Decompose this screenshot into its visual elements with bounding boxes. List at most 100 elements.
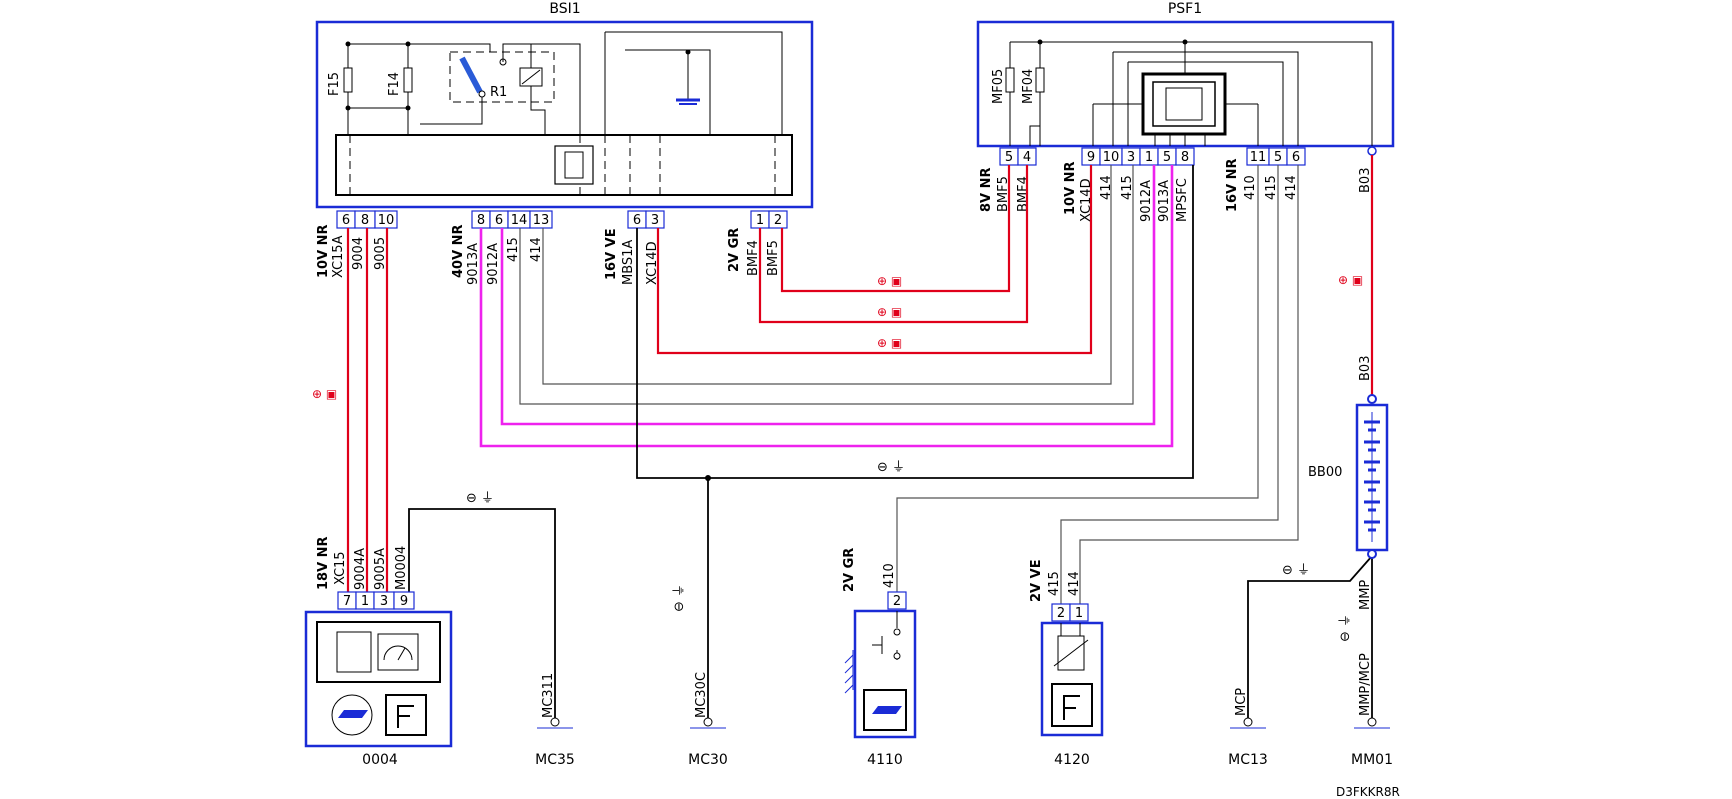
- wire-m0004: [408, 508, 556, 722]
- svg-text:MBS1A: MBS1A: [621, 240, 636, 285]
- svg-text:M0004: M0004: [394, 546, 409, 590]
- ground-mc13[interactable]: MCP MC13: [1228, 688, 1268, 768]
- mf05-label: MF05: [991, 69, 1006, 104]
- bb00-label: BB00: [1308, 465, 1342, 480]
- svg-text:415: 415: [1047, 571, 1062, 596]
- svg-text:18V NR: 18V NR: [316, 536, 331, 590]
- wire-mcp: [1247, 555, 1373, 722]
- svg-text:BMF5: BMF5: [996, 176, 1011, 212]
- oil-level-sensor-4120[interactable]: 4120: [1040, 621, 1104, 768]
- svg-text:3: 3: [380, 594, 388, 609]
- bsi1-connector-d[interactable]: 1 2: [750, 210, 788, 229]
- bsi1-connector-c[interactable]: 6 3: [627, 210, 665, 229]
- psf1-connector-c[interactable]: 11 5 6: [1246, 147, 1306, 166]
- wire-414-4120: [1079, 165, 1299, 604]
- svg-text:MC311: MC311: [541, 673, 556, 718]
- fuse-mf04-icon: [1035, 67, 1045, 93]
- relay-r1-outline: [449, 51, 555, 103]
- psf1-label: PSF1: [1168, 1, 1202, 17]
- ground-symbol-icon: ⊖ ⏚: [672, 584, 687, 612]
- svg-text:XC15: XC15: [333, 551, 348, 585]
- svg-text:6: 6: [633, 213, 641, 228]
- svg-text:414: 414: [1284, 175, 1299, 200]
- ground-mc30[interactable]: MC30C MC30: [688, 672, 728, 768]
- svg-text:11: 11: [1250, 150, 1267, 165]
- svg-text:2V GR: 2V GR: [842, 548, 857, 592]
- svg-text:8: 8: [361, 213, 369, 228]
- svg-text:B03: B03: [1358, 356, 1373, 381]
- gauge-icon: [377, 633, 419, 671]
- f15-label: F15: [327, 72, 342, 96]
- psf1-chip-icon: [1165, 87, 1203, 121]
- svg-text:XC15A: XC15A: [331, 235, 346, 278]
- bsi1-module[interactable]: BSI1 F15 F14 R1: [315, 1, 814, 209]
- svg-text:9004: 9004: [351, 237, 366, 270]
- svg-text:2: 2: [893, 594, 901, 609]
- svg-text:410: 410: [882, 563, 897, 588]
- svg-text:9: 9: [400, 594, 408, 609]
- svg-text:414: 414: [1099, 175, 1114, 200]
- c4110-connector[interactable]: 2: [887, 591, 907, 610]
- psf1-8v-label: 8V NR: [979, 167, 994, 212]
- bsi1-10v-label: 10V NR: [316, 224, 331, 278]
- mf04-label: MF04: [1021, 69, 1036, 104]
- svg-text:6: 6: [495, 213, 503, 228]
- instrument-panel-0004[interactable]: 0004: [304, 610, 453, 768]
- chip-icon: [336, 631, 372, 673]
- svg-text:6: 6: [1292, 150, 1300, 165]
- ground-mm01[interactable]: MMP/MCP MMP MM01: [1351, 580, 1393, 768]
- svg-text:5: 5: [1005, 150, 1013, 165]
- svg-text:BMF4: BMF4: [746, 240, 761, 276]
- svg-text:415: 415: [1120, 175, 1135, 200]
- c4120-connector[interactable]: 2 1: [1051, 603, 1089, 622]
- psf1-connector-a[interactable]: 5 4: [999, 147, 1037, 166]
- svg-text:1: 1: [1145, 150, 1153, 165]
- bsi1-connector-b[interactable]: 8 6 14 13: [471, 210, 553, 229]
- svg-text:410: 410: [1243, 175, 1258, 200]
- svg-text:2: 2: [1057, 606, 1065, 621]
- svg-text:5: 5: [1274, 150, 1282, 165]
- psf1-connector-b[interactable]: 9 10 3 1 5 8: [1081, 147, 1195, 166]
- svg-text:MPSFC: MPSFC: [1175, 178, 1190, 222]
- fuse-f15-icon: [343, 67, 353, 93]
- wire-415-4120: [1060, 165, 1279, 604]
- bsi1-connector-a[interactable]: 6 8 10: [336, 210, 398, 229]
- svg-text:2V VE: 2V VE: [1029, 559, 1044, 602]
- psf1-module[interactable]: PSF1 MF05 MF04: [976, 1, 1395, 148]
- svg-text:10: 10: [1103, 150, 1120, 165]
- svg-text:1: 1: [361, 594, 369, 609]
- wire-bmf5: [780, 165, 1011, 293]
- svg-text:BMF5: BMF5: [766, 240, 781, 276]
- svg-text:2: 2: [774, 213, 782, 228]
- level-gauge-icon: [1051, 683, 1093, 727]
- relay-switch-icon: [459, 56, 483, 94]
- svg-text:14: 14: [511, 213, 528, 228]
- wire-xc14d: [656, 165, 1093, 355]
- svg-text:MMP: MMP: [1358, 580, 1373, 610]
- svg-text:5: 5: [1163, 150, 1171, 165]
- svg-text:10: 10: [378, 213, 395, 228]
- ground-symbol-icon: ⊖ ⏚: [1338, 614, 1353, 642]
- ground-symbol-icon: ⊖ ⏚: [1282, 563, 1310, 578]
- svg-text:1: 1: [1075, 606, 1083, 621]
- bsi1-40v-label: 40V NR: [451, 224, 466, 278]
- mc35-label: MC35: [535, 752, 575, 768]
- svg-text:9012A: 9012A: [486, 243, 501, 285]
- plus-battery-icon: ⊕ ▣: [1338, 273, 1363, 287]
- c4110-label: 4110: [867, 752, 903, 768]
- ground-mc35[interactable]: MC311 MC35: [535, 673, 575, 768]
- svg-text:MMP/MCP: MMP/MCP: [1358, 653, 1373, 716]
- bsi1-label: BSI1: [549, 1, 580, 17]
- psf1-b03-terminal[interactable]: [1367, 146, 1377, 156]
- svg-text:8: 8: [477, 213, 485, 228]
- battery-bb00[interactable]: BB00 B03: [1308, 356, 1389, 559]
- c0004-connector[interactable]: 7 1 3 9: [337, 591, 415, 610]
- svg-text:9013A: 9013A: [466, 243, 481, 285]
- oil-pressure-switch-4110[interactable]: 4110: [844, 609, 917, 768]
- mc13-label: MC13: [1228, 752, 1268, 768]
- svg-text:BMF4: BMF4: [1016, 176, 1031, 212]
- c4120-label: 4120: [1054, 752, 1090, 768]
- svg-text:3: 3: [651, 213, 659, 228]
- svg-text:9005A: 9005A: [373, 548, 388, 590]
- svg-text:MC30C: MC30C: [694, 672, 709, 718]
